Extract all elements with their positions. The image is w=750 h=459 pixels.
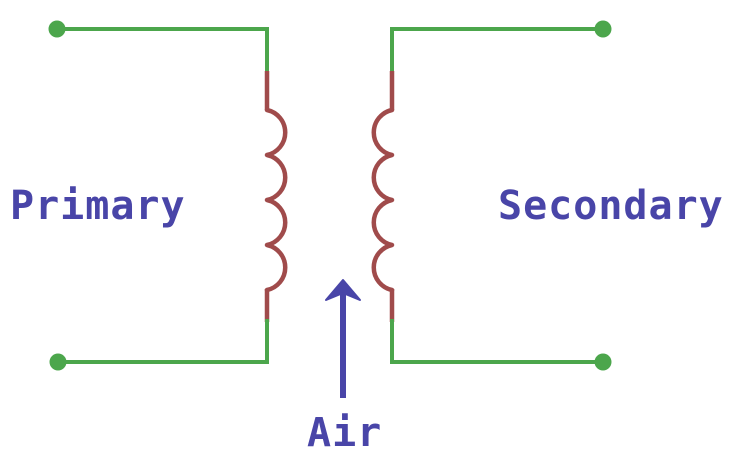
primary-coil [264, 107, 288, 293]
primary-label: Primary [10, 183, 186, 229]
secondary-bottom-terminal [594, 353, 612, 371]
primary-top-terminal [48, 20, 66, 38]
secondary-top-terminal [594, 20, 612, 38]
air-gap-arrow-head [325, 279, 361, 301]
secondary-label: Secondary [498, 183, 724, 229]
air-label: Air [307, 410, 382, 456]
secondary-coil [371, 107, 395, 293]
primary-bottom-terminal [49, 353, 67, 371]
